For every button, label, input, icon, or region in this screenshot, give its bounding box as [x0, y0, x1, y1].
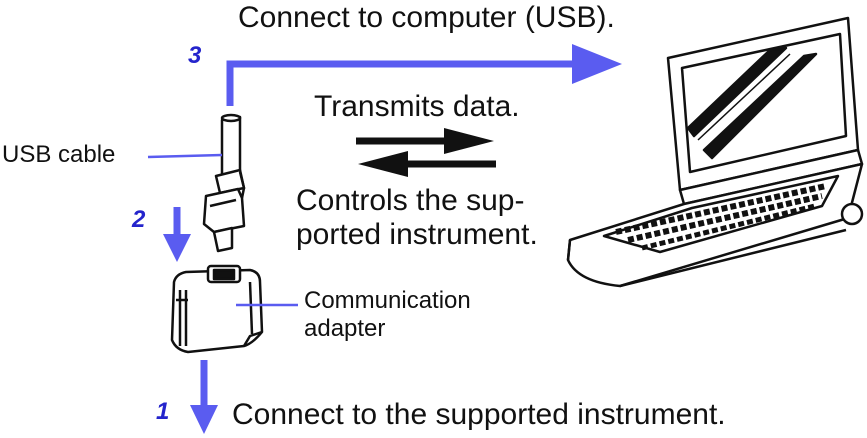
connect-computer-arrow: [226, 44, 622, 106]
controls-caption-line1: Controls the sup-: [296, 184, 525, 217]
step2-arrow: [163, 207, 191, 262]
control-arrow: [358, 151, 496, 177]
step-3-number: 3: [188, 42, 202, 69]
step-1-number: 1: [156, 398, 170, 425]
transmit-arrow: [356, 128, 494, 154]
controls-caption-line2: ported instrument.: [296, 218, 538, 251]
communication-adapter-icon: [170, 264, 264, 354]
usb-cable-label: USB cable: [2, 141, 116, 168]
connect-computer-caption: Connect to computer (USB).: [238, 1, 615, 34]
usb-cable-icon: [202, 113, 246, 253]
connect-instrument-caption: Connect to the supported instrument.: [232, 398, 726, 431]
step1-arrow: [190, 360, 218, 434]
adapter-label-line2: adapter: [304, 315, 386, 342]
step-2-number: 2: [132, 206, 146, 233]
usb-cable-leader: [147, 153, 223, 159]
laptop-icon: [566, 16, 864, 288]
transmits-data-caption: Transmits data.: [314, 90, 520, 123]
adapter-label-line1: Communication: [304, 287, 471, 314]
